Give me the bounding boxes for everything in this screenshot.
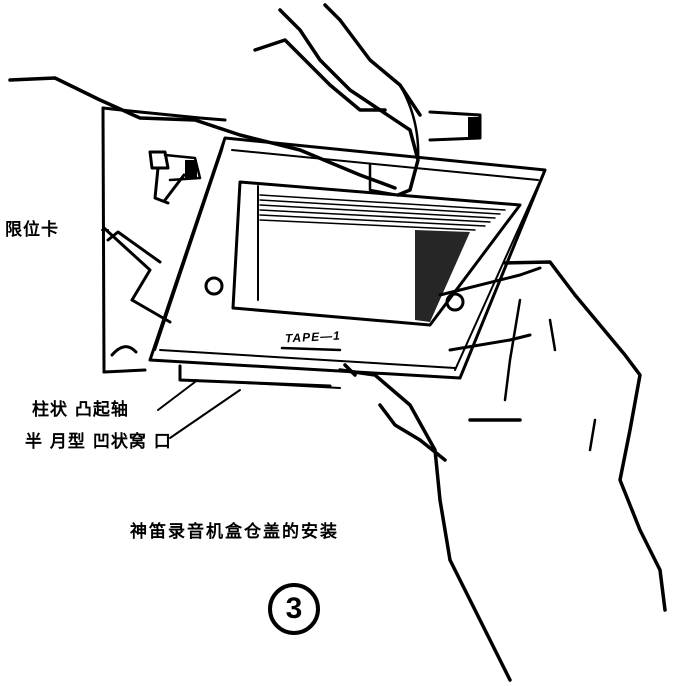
figure-caption: 神笛录音机盒仓盖的安装 [130,522,339,542]
leader-lines [101,229,241,439]
callout-limit-clip: 限位卡 [5,220,59,240]
figure-number: 3 [285,592,303,625]
cassette-lid [148,110,547,389]
callout-half-moon-slot: 半 月型 凹状窝 口 [25,432,172,452]
callout-cylindrical-shaft: 柱状 凸起轴 [32,400,129,420]
lower-hand [338,260,667,682]
model-marking: TAPE—1 [284,328,342,346]
upper-hand [8,3,422,197]
model-underline [280,346,342,352]
figure-number-badge: 3 [268,583,320,635]
recorder-body [101,106,227,374]
